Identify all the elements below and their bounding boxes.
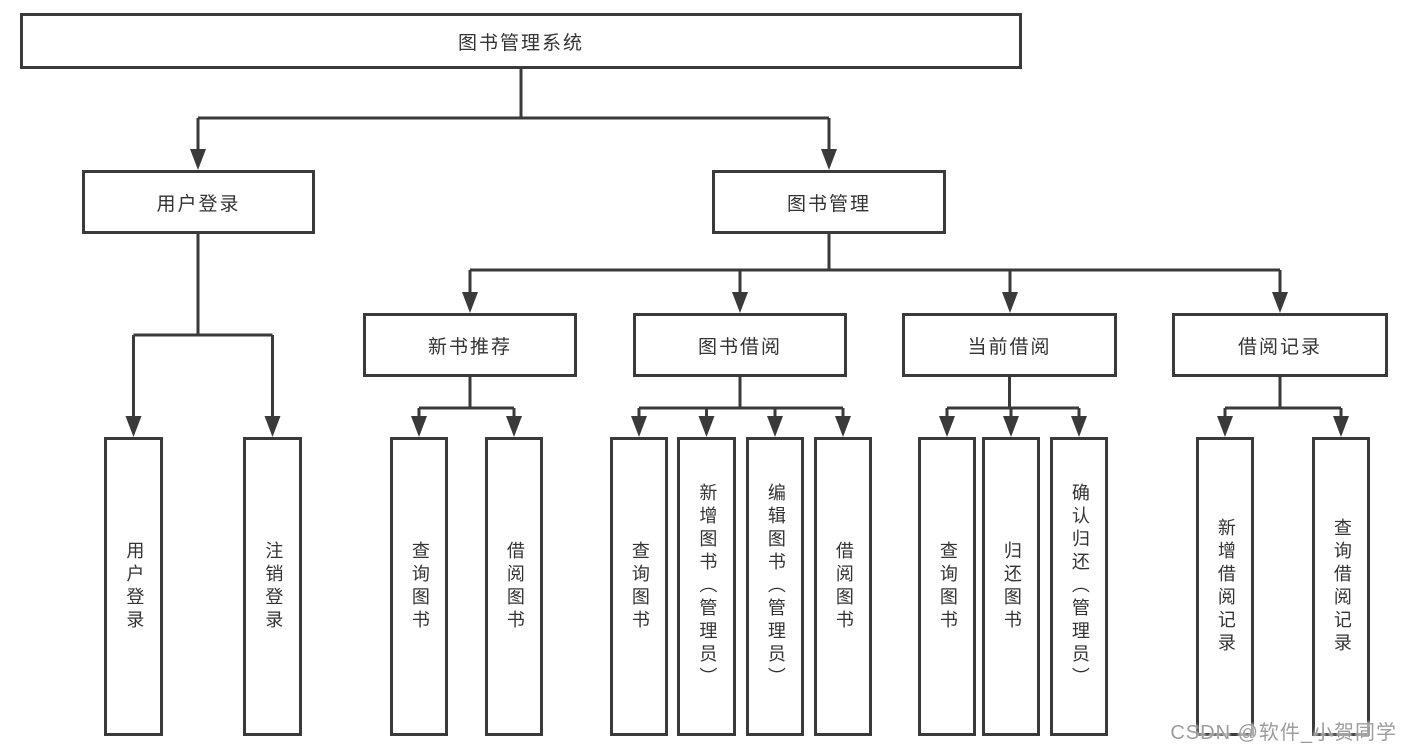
leaf-borrow-books-recommend: 借阅图书 — [485, 437, 543, 736]
node-library-system-label: 图书管理系统 — [457, 32, 584, 54]
node-book-management: 图书管理 — [712, 170, 946, 234]
leaf-user-login: 用户登录 — [104, 437, 163, 736]
node-current-borrowing-label: 当前借阅 — [967, 336, 1052, 358]
leaf-logout: 注销登录 — [243, 437, 302, 736]
connector-currentborrow-to-leaves — [945, 377, 1081, 418]
leaf-borrow-books-borrowing: 借阅图书 — [814, 437, 872, 736]
node-book-borrowing: 图书借阅 — [633, 313, 847, 377]
node-user-login-label: 用户登录 — [156, 193, 241, 215]
arrowhead-icons — [125, 149, 1349, 437]
connector-newbook-to-leaves — [417, 377, 516, 418]
connector-userlogin-to-leaves — [132, 234, 274, 418]
node-book-management-label: 图书管理 — [786, 193, 871, 215]
leaf-query-books-current: 查询图书 — [918, 437, 976, 736]
connector-bookborrow-to-leaves — [637, 377, 845, 418]
leaf-return-books: 归还图书 — [982, 437, 1040, 736]
node-new-book-recommend: 新书推荐 — [363, 313, 577, 377]
node-current-borrowing: 当前借阅 — [902, 313, 1117, 377]
leaf-query-borrow-record: 查询借阅记录 — [1312, 437, 1370, 736]
leaf-edit-book-admin: 编辑图书（管理员） — [746, 437, 804, 736]
node-new-book-recommend-label: 新书推荐 — [427, 336, 512, 358]
connector-root-to-level2 — [196, 69, 831, 152]
leaf-confirm-return-admin: 确认归还（管理员） — [1050, 437, 1108, 736]
leaf-query-books-recommend: 查询图书 — [390, 437, 448, 736]
node-user-login: 用户登录 — [82, 170, 315, 234]
node-book-borrowing-label: 图书借阅 — [697, 336, 782, 358]
csdn-watermark: CSDN @软件_小贺同学 — [1170, 722, 1397, 744]
leaf-query-books-borrowing: 查询图书 — [610, 437, 668, 736]
node-borrowing-records-label: 借阅记录 — [1237, 336, 1322, 358]
node-borrowing-records: 借阅记录 — [1172, 313, 1388, 377]
connector-records-to-leaves — [1223, 377, 1343, 418]
leaf-add-book-admin: 新增图书（管理员） — [677, 437, 736, 736]
node-library-system: 图书管理系统 — [20, 13, 1022, 69]
leaf-add-borrow-record: 新增借阅记录 — [1196, 437, 1254, 736]
connector-bookmgmt-to-level3 — [468, 234, 1282, 294]
